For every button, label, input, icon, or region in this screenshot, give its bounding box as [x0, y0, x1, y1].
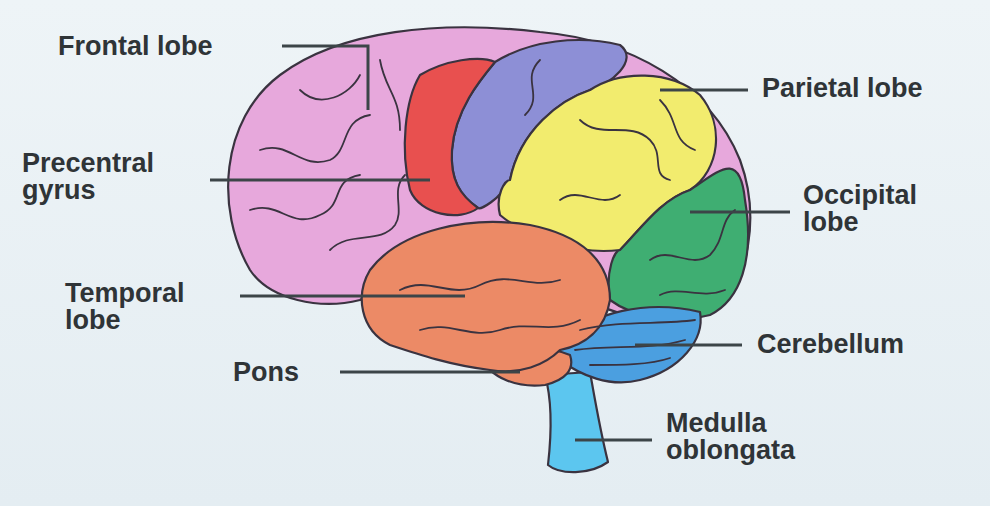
leader-lines [210, 46, 790, 440]
part-label: Pons [233, 359, 299, 386]
part-label: Cerebellum [757, 331, 904, 358]
medulla-region [545, 372, 608, 472]
gyri-lines [250, 60, 735, 365]
part-label: Parietal lobe [762, 75, 923, 102]
part-label: Medulla oblongata [666, 410, 856, 464]
occipital-lobe-region [609, 169, 748, 319]
part-label: Occipital lobe [803, 182, 973, 236]
part-label: Frontal lobe [58, 33, 213, 60]
part-label: Temporal lobe [65, 280, 235, 334]
part-label: Precentral gyrus [22, 150, 192, 204]
precentral-gyrus-region [405, 59, 495, 215]
